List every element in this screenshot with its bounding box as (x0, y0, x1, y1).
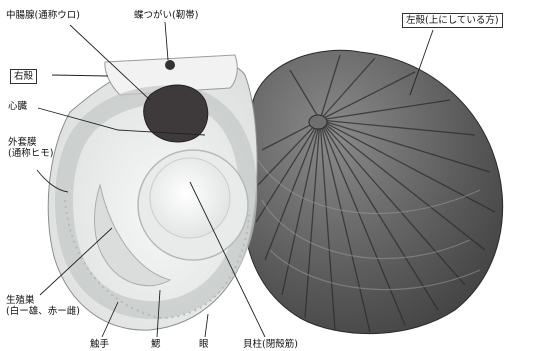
hinge-ligament (165, 60, 175, 70)
label-gonad: 生殖巣 (白ー雄、赤ー雌) (6, 295, 80, 317)
label-gill: 鰓 (151, 339, 161, 350)
label-adductor: 貝柱(閉殻筋) (243, 339, 298, 350)
label-gonad-line2: (白ー雄、赤ー雌) (6, 306, 80, 317)
label-mantle: 外套膜 (通称ヒモ) (8, 137, 53, 159)
label-tentacle: 触手 (90, 339, 109, 350)
label-hinge: 蝶つがい(靭帯) (134, 10, 198, 21)
left-valve-shell (242, 50, 502, 333)
label-right-valve: 右殻 (10, 69, 37, 84)
label-midgut-gland: 中腸腺(通称ウロ) (6, 10, 80, 21)
label-mantle-line1: 外套膜 (8, 137, 53, 148)
label-heart: 心臓 (8, 101, 27, 112)
umbo (309, 115, 327, 129)
label-mantle-line2: (通称ヒモ) (8, 148, 53, 159)
label-gonad-line1: 生殖巣 (6, 295, 80, 306)
label-eye: 眼 (199, 339, 209, 350)
right-valve-shell (48, 55, 257, 330)
label-left-valve: 左殻(上にしている方) (402, 13, 503, 28)
